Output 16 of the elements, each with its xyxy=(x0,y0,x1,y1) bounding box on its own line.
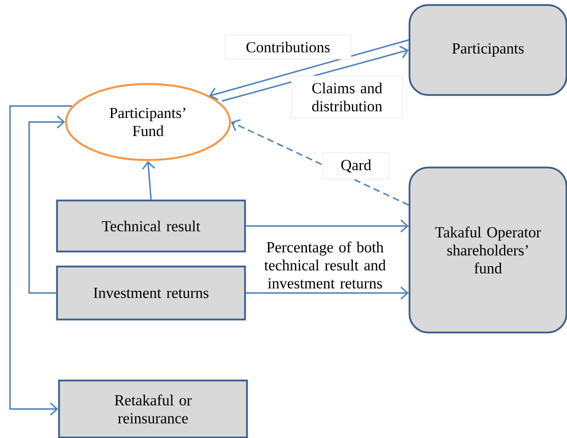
edge-label: Qard xyxy=(322,152,390,180)
process-box: Investment returns xyxy=(56,266,246,320)
rounded-box: Takaful Operator shareholders’ fund xyxy=(408,166,567,334)
edge-label: Contributions xyxy=(224,34,352,60)
arrow xyxy=(246,286,409,300)
edge-label: Percentage of both technical result and investment returns xyxy=(250,240,400,290)
arrow xyxy=(222,46,409,102)
arrow xyxy=(142,161,156,200)
process-box: Retakaful or reinsurance xyxy=(58,380,248,438)
process-box: Technical result xyxy=(56,200,246,252)
rounded-box: Participants xyxy=(408,4,567,96)
edge-label: Claims and distribution xyxy=(291,76,403,118)
arrow xyxy=(246,219,409,233)
arrow xyxy=(209,39,409,100)
arrow xyxy=(28,115,65,294)
arrow xyxy=(9,105,72,416)
